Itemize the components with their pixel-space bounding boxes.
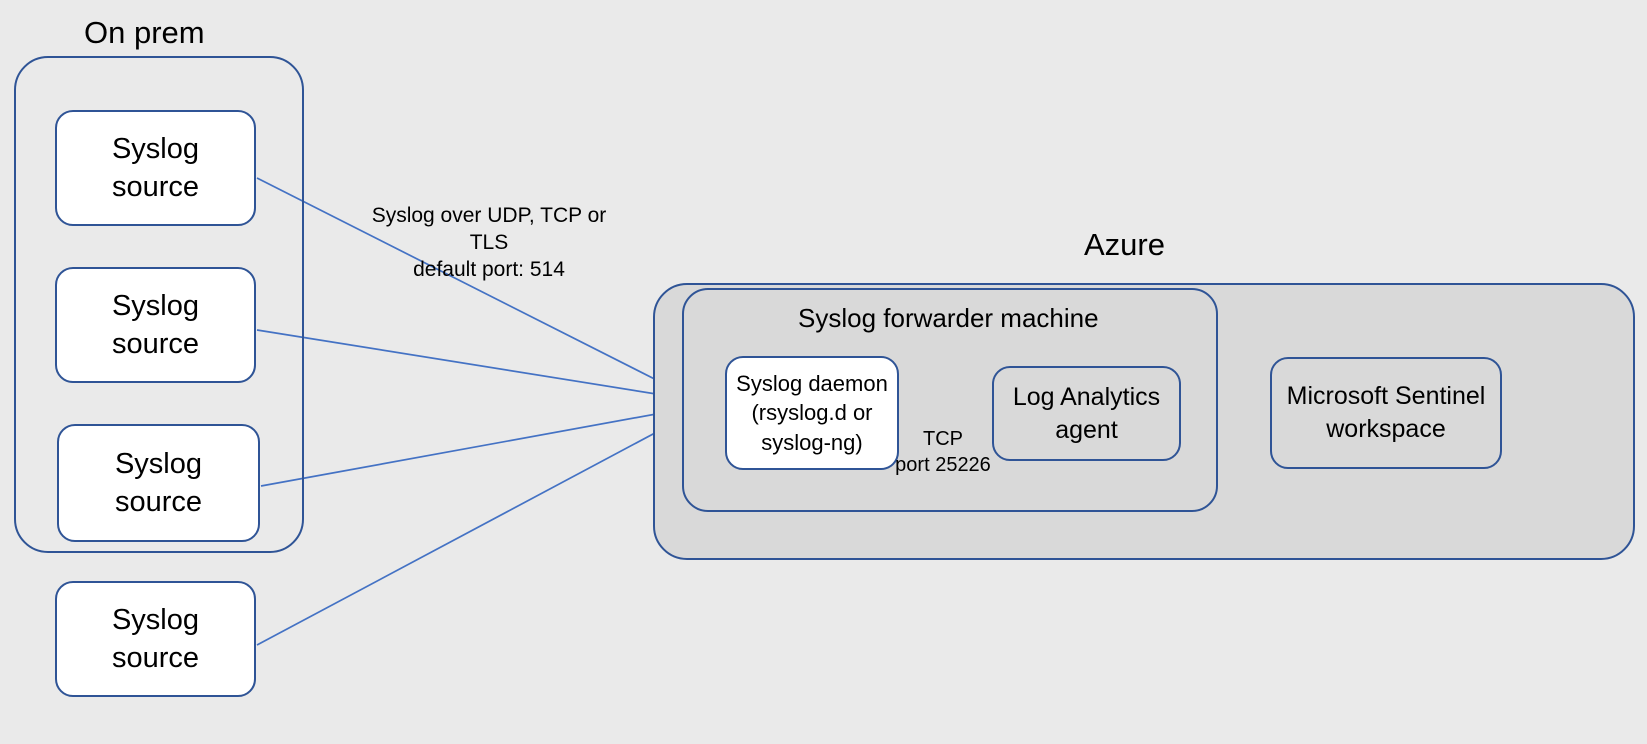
node-syslog-source-3[interactable]: Syslog source	[57, 424, 260, 542]
group-title-azure: Azure	[1084, 227, 1165, 262]
node-syslog-source-4[interactable]: Syslog source	[55, 581, 256, 697]
node-microsoft-sentinel-workspace[interactable]: Microsoft Sentinel workspace	[1270, 357, 1502, 469]
connector-source-3	[260, 401, 701, 487]
node-label: Microsoft Sentinel workspace	[1286, 382, 1486, 443]
connector-source-2	[256, 329, 701, 406]
edge-label-syslog-ingest: Syslog over UDP, TCP or TLS default port…	[371, 204, 607, 281]
node-log-analytics-agent[interactable]: Log Analytics agent	[992, 366, 1181, 461]
node-label: Syslog source	[111, 603, 200, 674]
node-label: Log Analytics agent	[1012, 382, 1161, 444]
node-label: Syslog source	[111, 289, 200, 360]
group-title-syslog-forwarder-machine: Syslog forwarder machine	[798, 303, 1099, 333]
node-syslog-daemon[interactable]: Syslog daemon (rsyslog.d or syslog-ng)	[725, 356, 899, 470]
node-label: Syslog source	[111, 132, 200, 203]
connector-source-4	[256, 408, 701, 646]
edge-label-tcp-port: TCP port 25226	[895, 428, 991, 476]
node-syslog-source-1[interactable]: Syslog source	[55, 110, 256, 226]
node-label: Syslog source	[114, 447, 203, 518]
node-label: Syslog daemon (rsyslog.d or syslog-ng)	[736, 371, 888, 455]
group-title-on-prem: On prem	[84, 15, 205, 50]
group-on-prem	[14, 56, 304, 553]
node-syslog-source-2[interactable]: Syslog source	[55, 267, 256, 383]
